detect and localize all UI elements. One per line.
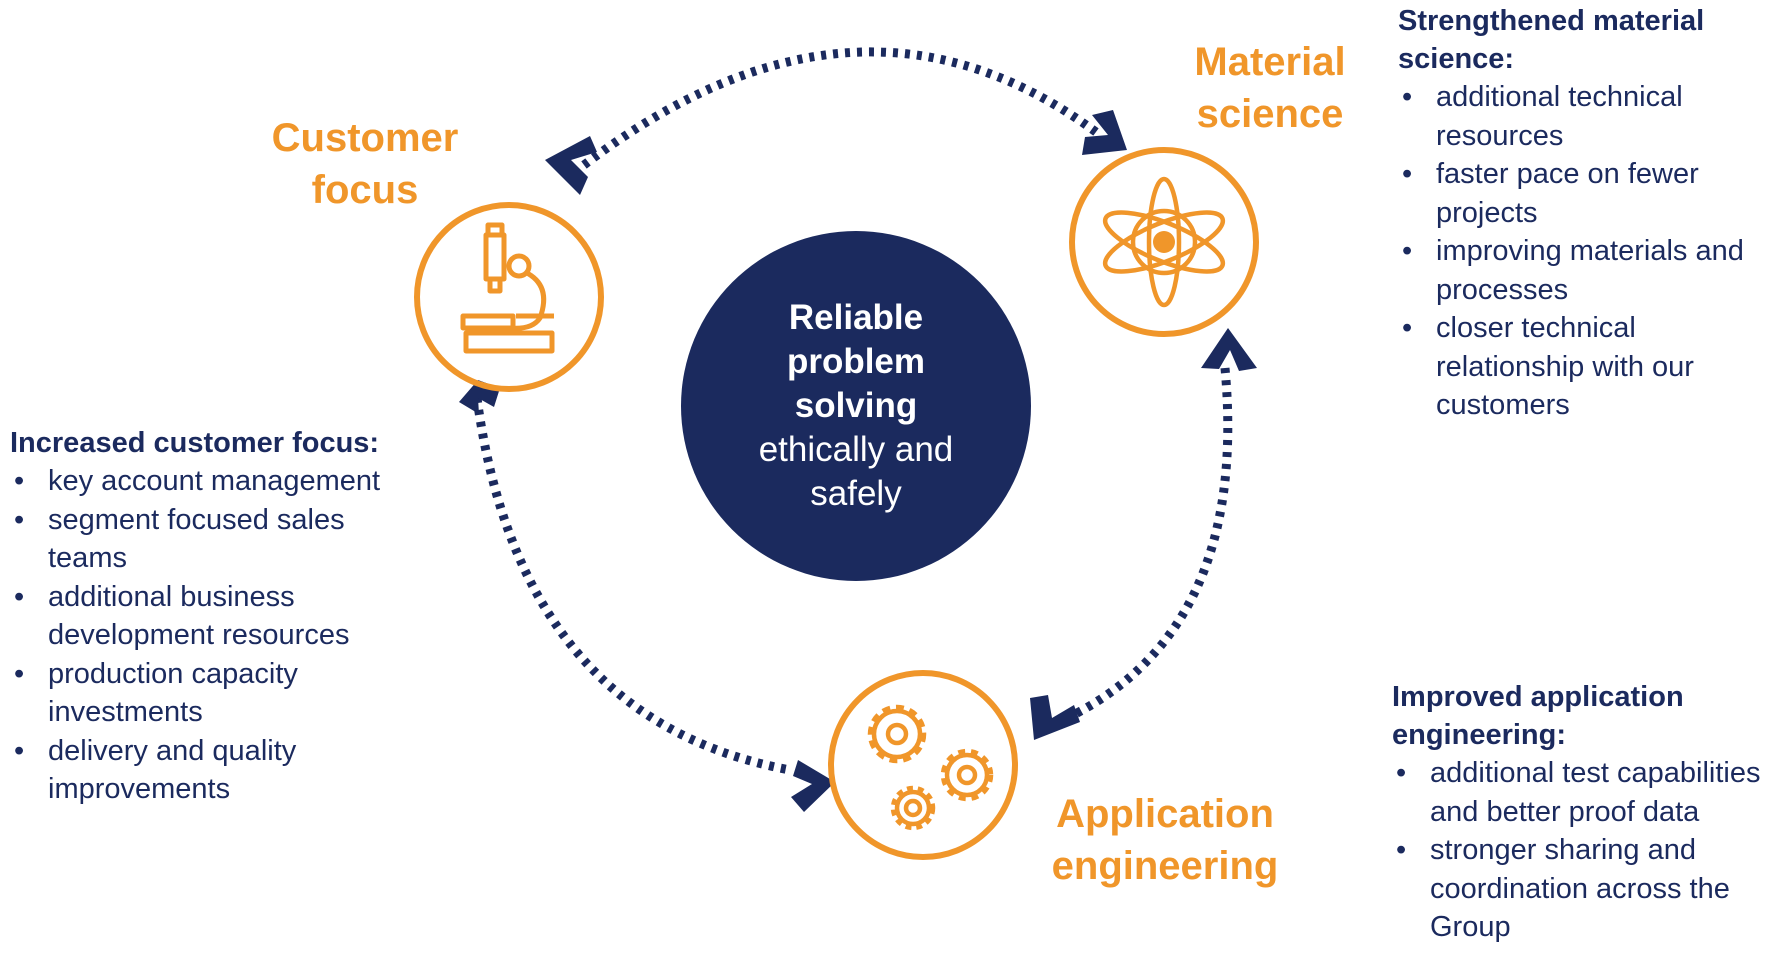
- application-circle: [828, 670, 1018, 860]
- bullet-list: additional test capabilities and better …: [1392, 754, 1777, 947]
- arrow-customer-application: [472, 397, 791, 775]
- panel-heading: Increased customer focus:: [10, 427, 380, 459]
- panel-heading: Improved application engineering:: [1392, 681, 1684, 751]
- title-line: Material: [1194, 40, 1346, 84]
- list-item: improving materials and processes: [1398, 232, 1778, 309]
- title-line: Customer: [271, 116, 459, 160]
- list-item: additional business development resource…: [10, 578, 425, 655]
- arrow-customer-material: [581, 47, 1103, 169]
- panel-heading: Strengthened material science:: [1398, 5, 1705, 75]
- title-line: Application: [1056, 792, 1274, 836]
- list-item: segment focused sales teams: [10, 501, 425, 578]
- title-line: focus: [311, 168, 419, 212]
- list-item: additional technical resources: [1398, 78, 1778, 155]
- application-engineering-title: Application engineering: [1030, 788, 1300, 892]
- material-science-title: Material science: [1145, 36, 1395, 140]
- hub-line: solving: [794, 386, 918, 425]
- hub-line: ethically and: [758, 430, 954, 469]
- atom-icon: [1102, 176, 1226, 308]
- title-line: engineering: [1051, 844, 1279, 888]
- list-item: key account management: [10, 462, 425, 501]
- customer-focus-panel: Increased customer focus: key account ma…: [10, 424, 425, 809]
- chevron-head-application-left: [791, 760, 835, 812]
- hub-label: Reliable problem solving ethically and s…: [681, 296, 1031, 516]
- list-item: stronger sharing and coordination across…: [1392, 831, 1777, 947]
- title-line: science: [1196, 92, 1344, 136]
- hub-line: safely: [810, 474, 902, 513]
- application-engineering-panel: Improved application engineering: additi…: [1392, 678, 1777, 947]
- list-item: faster pace on fewer projects: [1398, 155, 1778, 232]
- bullet-list: key account management segment focused s…: [10, 462, 425, 809]
- bullet-list: additional technical resources faster pa…: [1398, 78, 1778, 425]
- chevron-head-customer-top: [545, 136, 597, 195]
- customer-circle: [414, 202, 604, 392]
- chevron-head-material-bottom: [1201, 328, 1257, 371]
- list-item: production capacity investments: [10, 655, 425, 732]
- chevron-head-material-top: [1082, 110, 1127, 155]
- arrow-material-application: [1050, 367, 1233, 730]
- hub-line: problem: [786, 342, 926, 381]
- gears-icon: [867, 704, 994, 831]
- list-item: additional test capabilities and better …: [1392, 754, 1777, 831]
- material-circle: [1069, 147, 1259, 337]
- list-item: delivery and quality improvements: [10, 732, 425, 809]
- microscope-icon: [460, 222, 555, 354]
- customer-focus-title: Customer focus: [240, 112, 490, 216]
- list-item: closer technical relationship with our c…: [1398, 309, 1778, 425]
- hub-line: Reliable: [788, 298, 924, 337]
- hub-circle: [681, 231, 1031, 581]
- chevron-head-application-right: [1030, 695, 1080, 740]
- material-science-panel: Strengthened material science: additiona…: [1398, 2, 1778, 425]
